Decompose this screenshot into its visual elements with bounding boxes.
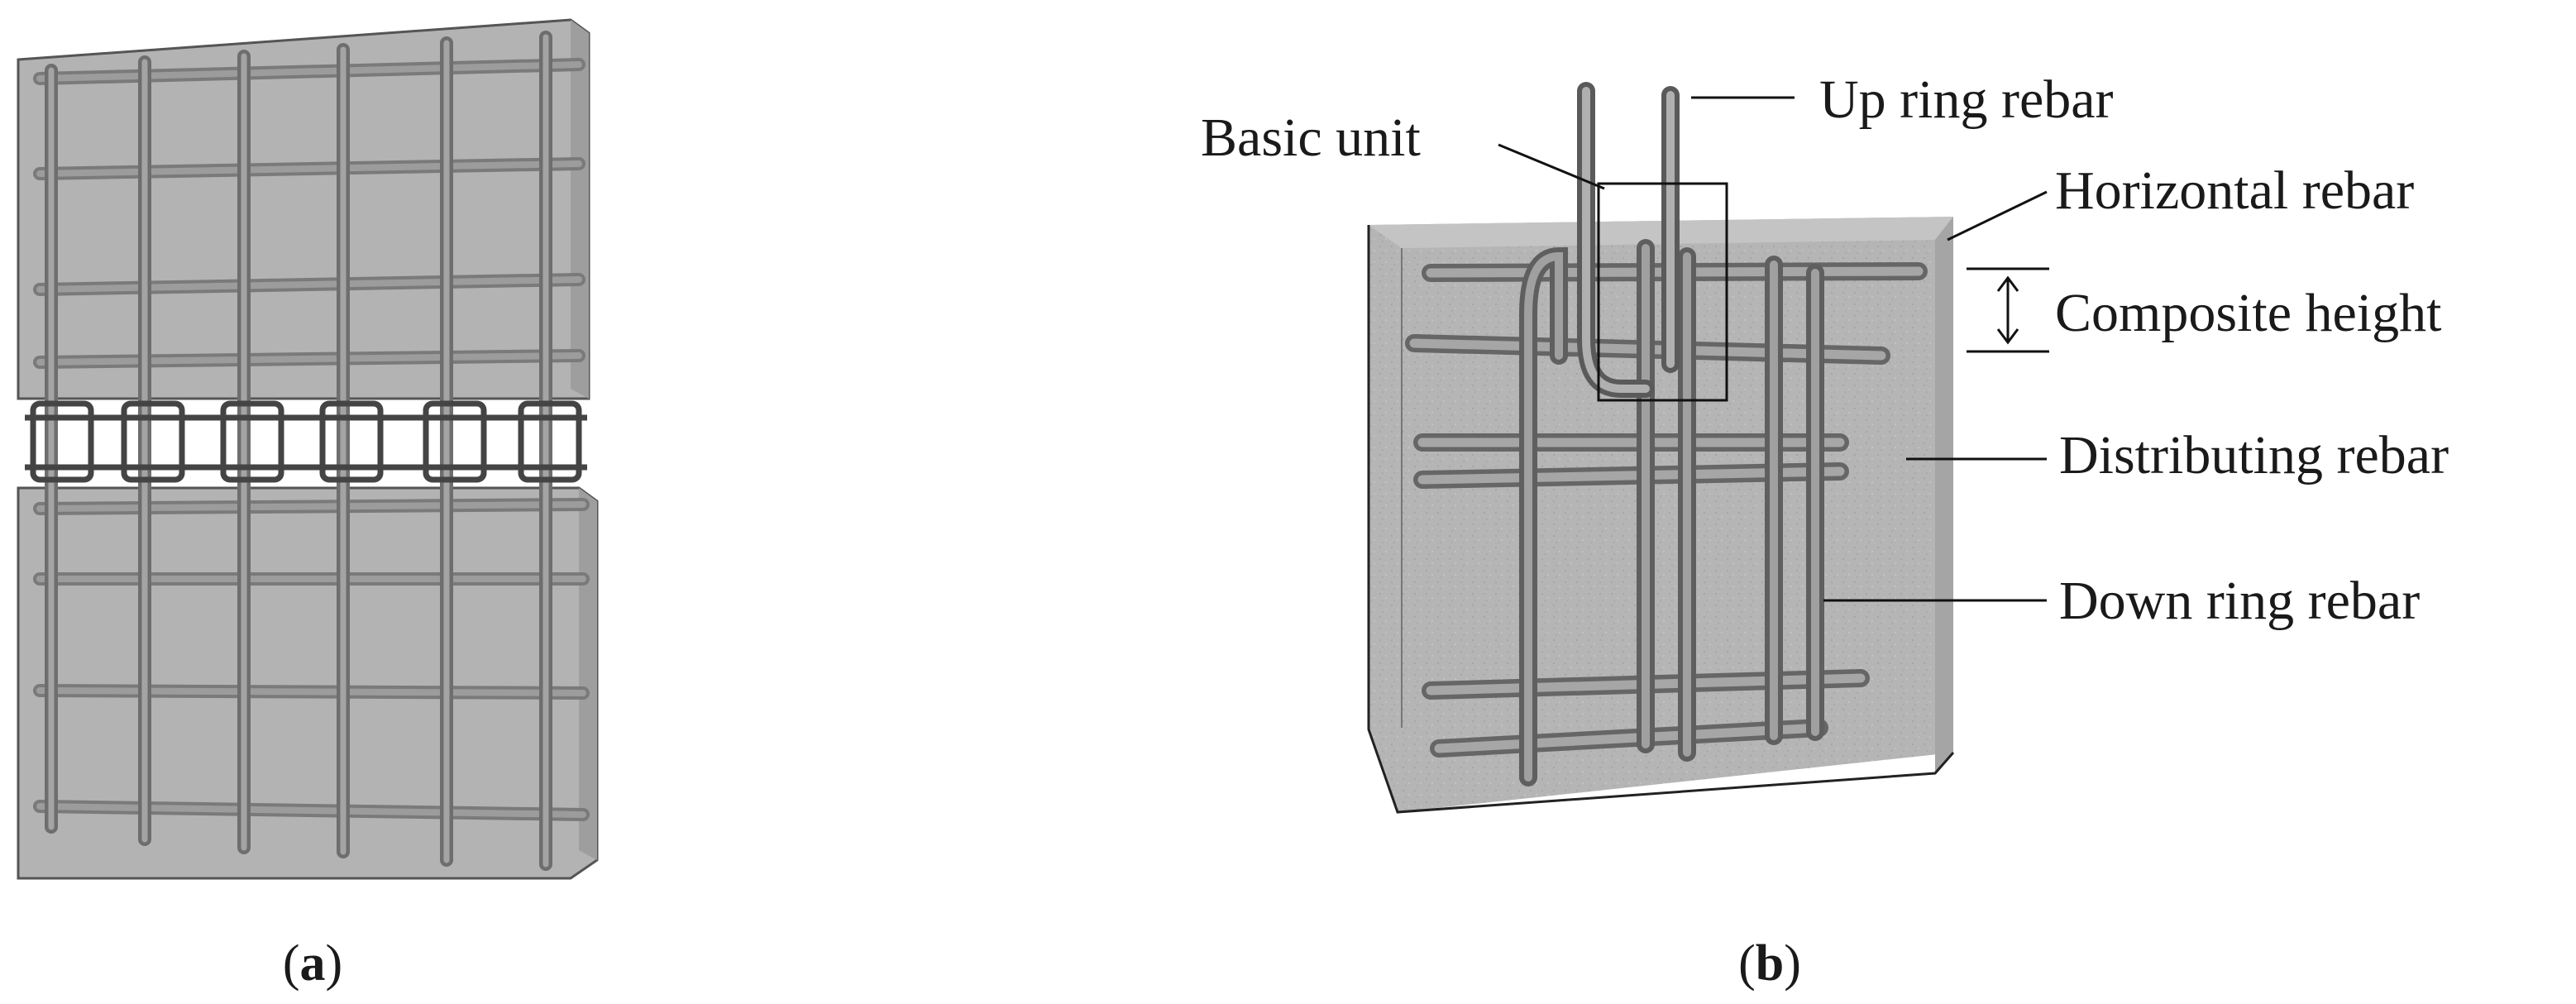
concrete-block-side	[1935, 217, 1953, 773]
label-up-ring-rebar: Up ring rebar	[1819, 69, 2114, 130]
panel-b-down-ring-rebars-core	[1524, 244, 1819, 782]
panel-a-wall	[17, 18, 599, 880]
leader-basic-unit	[1498, 143, 1605, 190]
basic-unit-box	[1597, 182, 1728, 402]
panel-a-joint-ring-rebars	[25, 400, 587, 483]
callout-labels: Up ring rebar Basic unit Horizontal reba…	[1201, 69, 2449, 631]
panel-b-basic-unit	[1367, 82, 1955, 814]
panel-a-label: (a)	[283, 935, 342, 992]
label-distributing-rebar: Distributing rebar	[2059, 425, 2449, 485]
label-horizontal-rebar: Horizontal rebar	[2055, 160, 2414, 221]
block-edges	[1367, 225, 1955, 814]
concrete-block-top	[1369, 217, 1953, 248]
callout-leaders	[1498, 96, 2049, 602]
leader-horizontal-rebar	[1947, 190, 2048, 241]
upper-slab-side	[571, 20, 589, 399]
label-composite-height: Composite height	[2055, 283, 2441, 343]
panel-a-caption: (a)	[283, 935, 342, 992]
concrete-block-front	[1369, 217, 1953, 812]
panel-a-vertical-rebars-core	[48, 34, 549, 868]
label-basic-unit: Basic unit	[1201, 108, 1421, 168]
composite-arrow-up	[1996, 275, 2019, 292]
composite-arrow-down	[1996, 328, 2019, 345]
panel-a-horizontal-rebars-lower-core	[36, 501, 586, 818]
panel-b-label: (b)	[1738, 935, 1801, 992]
lower-slab-side	[579, 488, 597, 860]
panel-b-up-ring-rebars-core	[1582, 87, 1675, 393]
label-down-ring-rebar: Down ring rebar	[2059, 571, 2420, 631]
panel-b-caption: (b)	[1738, 935, 1801, 992]
panel-a-horizontal-rebars-upper-core	[36, 61, 582, 366]
